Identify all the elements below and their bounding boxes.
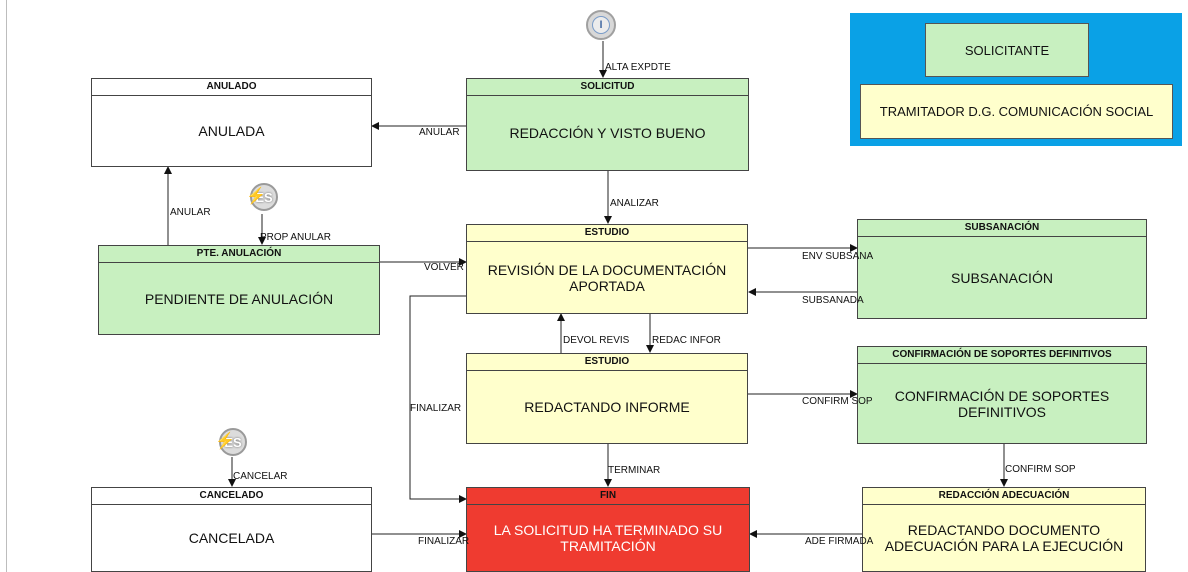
lightning-icon: ⚡ (215, 433, 235, 450)
state-header: FIN (467, 488, 749, 505)
event-node-cancelar[interactable]: ⚡ ES (215, 428, 247, 456)
state-body: CANCELADA (188, 530, 275, 546)
transition-label-confirm-sop: CONFIRM SOP (1005, 464, 1076, 475)
legend-solicitante: SOLICITANTE (925, 23, 1089, 77)
transition-label-cancelar: CANCELAR (233, 471, 288, 482)
transition-label-finalizar: FINALIZAR (418, 536, 470, 547)
transition-label-confirm-sop: CONFIRM SOP (802, 396, 873, 407)
state-estudio-revision[interactable]: ESTUDIO REVISIÓN DE LA DOCUMENTACIÓN APO… (466, 224, 748, 314)
state-header: SOLICITUD (467, 79, 748, 96)
state-body: REDACCIÓN Y VISTO BUENO (509, 125, 706, 141)
event-node-label: ES (224, 434, 242, 450)
state-estudio-informe[interactable]: ESTUDIO REDACTANDO INFORME (466, 353, 748, 444)
state-header: PTE. ANULACIÓN (99, 246, 379, 263)
start-icon: I (592, 16, 610, 34)
transition-label-anular: ANULAR (170, 207, 211, 218)
transition-label-env-subsana: ENV SUBSANA (802, 251, 874, 262)
transition-label-ade-firmada: ADE FIRMADA (805, 536, 874, 547)
arrow-finalizar-1 (409, 295, 467, 503)
transition-label-redac-infor: REDAC INFOR (652, 335, 721, 346)
left-border (6, 0, 7, 572)
state-subsanacion[interactable]: SUBSANACIÓN SUBSANACIÓN (857, 219, 1147, 319)
transition-label-analizar: ANALIZAR (610, 198, 659, 209)
event-node-label: ES (255, 189, 273, 205)
transition-label-alta-expdte: ALTA EXPDTE (605, 62, 671, 73)
state-redaccion-adecuacion[interactable]: REDACCIÓN ADECUACIÓN REDACTANDO DOCUMENT… (862, 487, 1146, 572)
state-body: REVISIÓN DE LA DOCUMENTACIÓN APORTADA (487, 261, 727, 294)
state-header: CANCELADO (92, 488, 371, 505)
transition-label-terminar: TERMINAR (608, 465, 661, 476)
legend-tramitador: TRAMITADOR D.G. COMUNICACIÓN SOCIAL (860, 84, 1173, 139)
state-body: REDACTANDO INFORME (524, 399, 690, 415)
state-header: SUBSANACIÓN (858, 220, 1146, 237)
state-header: ESTUDIO (467, 225, 747, 242)
role-legend: SOLICITANTE TRAMITADOR D.G. COMUNICACIÓN… (850, 13, 1182, 146)
transition-label-finalizar: FINALIZAR (410, 403, 462, 414)
state-header: ANULADO (92, 79, 371, 96)
state-header: ESTUDIO (467, 354, 747, 371)
transition-label-prop-anular: PROP ANULAR (260, 232, 331, 243)
state-solicitud[interactable]: SOLICITUD REDACCIÓN Y VISTO BUENO (466, 78, 749, 171)
lightning-icon: ⚡ (246, 188, 266, 205)
state-body: SUBSANACIÓN (951, 269, 1053, 286)
transition-label-devol-revis: DEVOL REVIS (563, 335, 630, 346)
state-cancelado[interactable]: CANCELADO CANCELADA (91, 487, 372, 572)
state-pte-anulacion[interactable]: PTE. ANULACIÓN PENDIENTE DE ANULACIÓN (98, 245, 380, 335)
state-body: PENDIENTE DE ANULACIÓN (144, 290, 334, 307)
state-body: ANULADA (198, 123, 265, 139)
transition-label-anular: ANULAR (419, 127, 460, 138)
event-node-prop-anular[interactable]: ⚡ ES (246, 183, 278, 211)
state-body: CONFIRMACIÓN DE SOPORTES DEFINITIVOS (894, 387, 1110, 420)
state-fin[interactable]: FIN LA SOLICITUD HA TERMINADO SU TRAMITA… (466, 487, 750, 572)
state-header: CONFIRMACIÓN DE SOPORTES DEFINITIVOS (858, 347, 1146, 364)
state-anulado[interactable]: ANULADO ANULADA (91, 78, 372, 167)
state-header: REDACCIÓN ADECUACIÓN (863, 488, 1145, 505)
state-confirmacion-soportes[interactable]: CONFIRMACIÓN DE SOPORTES DEFINITIVOS CON… (857, 346, 1147, 444)
state-body: LA SOLICITUD HA TERMINADO SU TRAMITACIÓN (493, 522, 723, 554)
transition-label-subsanada: SUBSANADA (802, 295, 864, 306)
start-node[interactable]: I (586, 10, 616, 40)
transition-label-volver: VOLVER (424, 262, 464, 273)
state-body: REDACTANDO DOCUMENTO ADECUACIÓN PARA LA … (884, 522, 1124, 554)
